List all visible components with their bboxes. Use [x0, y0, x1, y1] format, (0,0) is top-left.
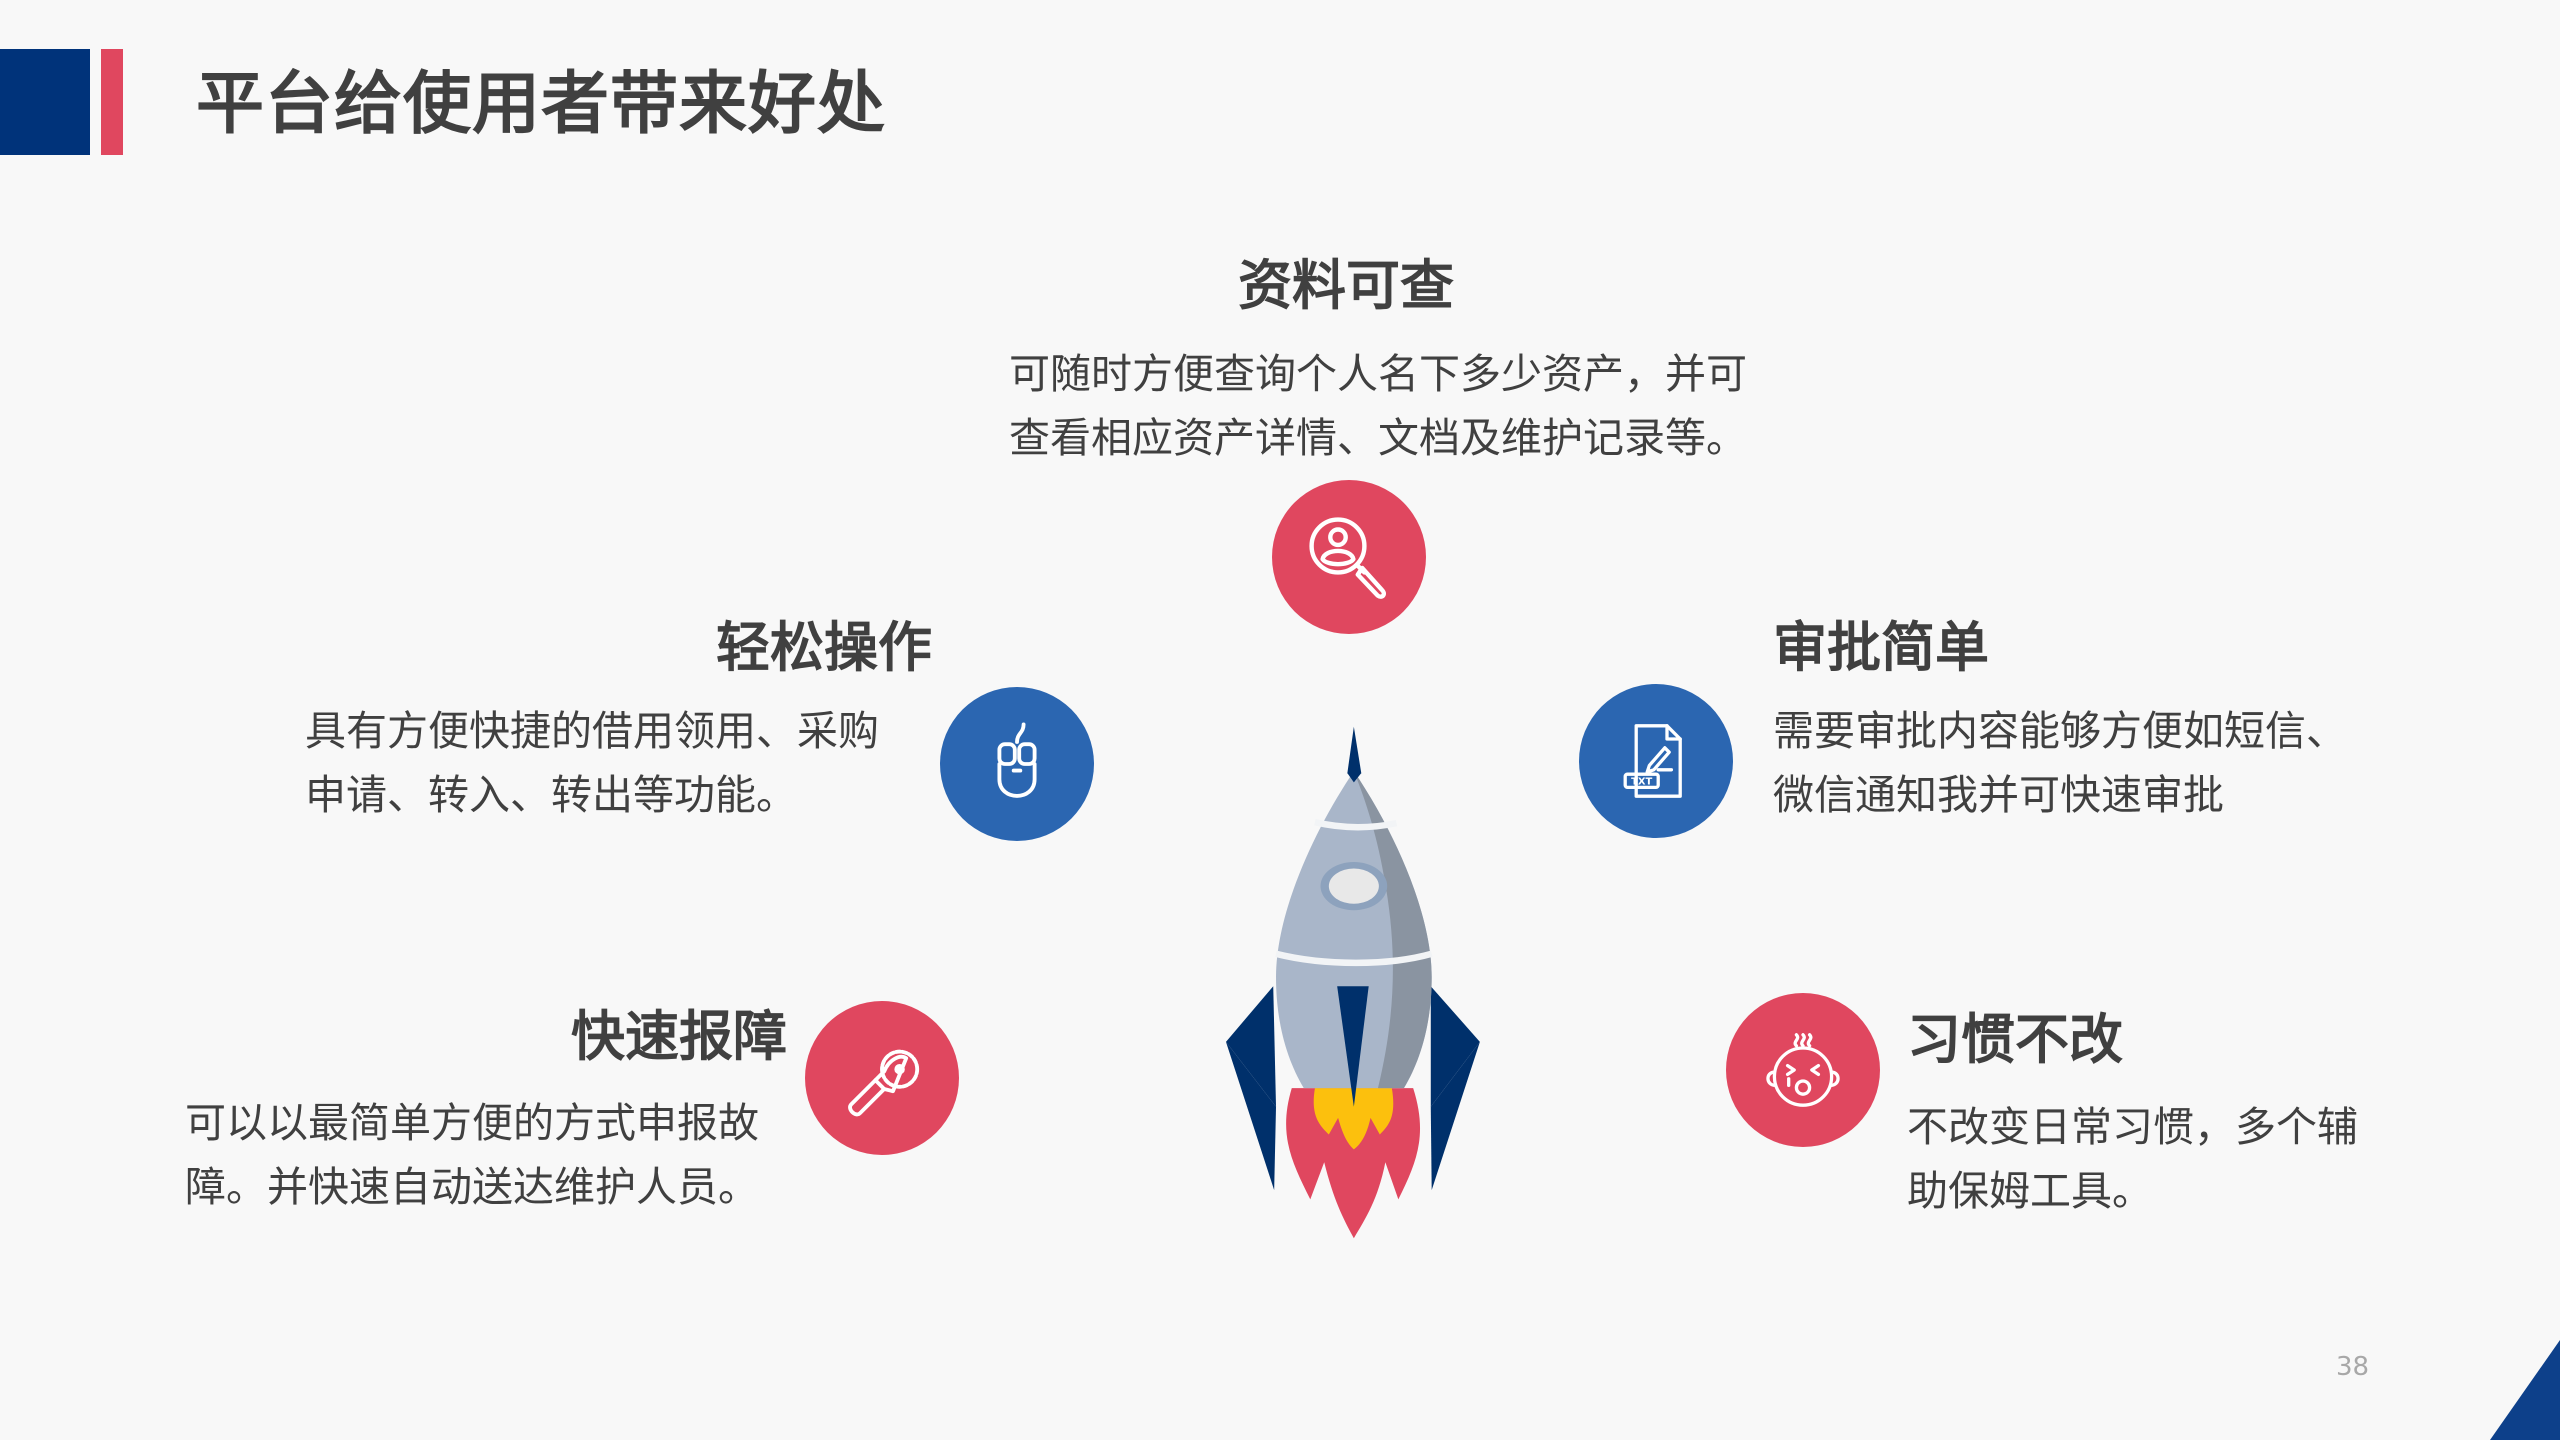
search-user-icon	[1309, 517, 1386, 599]
feature-desc-keep-habits: 不改变日常习惯，多个辅 助保姆工具。	[1907, 1095, 2358, 1223]
feature-desc-line: 微信通知我并可快速审批	[1773, 771, 2224, 819]
feature-desc-data-lookup: 可随时方便查询个人名下多少资产，并可 查看相应资产详情、文档及维护记录等。	[1009, 342, 1747, 470]
header-accent-bar-navy	[0, 49, 90, 155]
crying-baby-icon	[1766, 1033, 1840, 1107]
feature-desc-line: 申请、转入、转出等功能。	[305, 771, 797, 819]
feature-desc-quick-repair: 可以以最简单方便的方式申报故 障。并快速自动送达维护人员。	[185, 1091, 759, 1219]
feature-desc-line: 具有方便快捷的借用领用、采购	[305, 707, 879, 755]
feature-title-easy-operation: 轻松操作	[716, 616, 932, 679]
feature-icon-circle-keep-habits	[1726, 993, 1880, 1147]
feature-title-keep-habits: 习惯不改	[1907, 1008, 2123, 1071]
feature-icon-circle-simple-approval: TXT	[1579, 684, 1733, 838]
feature-icon-circle-data-lookup	[1272, 480, 1426, 634]
feature-icon-circle-quick-repair	[805, 1001, 959, 1155]
page-number: 38	[2336, 1352, 2370, 1382]
feature-desc-line: 需要审批内容能够方便如短信、	[1773, 707, 2347, 755]
svg-text:TXT: TXT	[1631, 777, 1652, 788]
feature-desc-line: 可以以最简单方便的方式申报故	[185, 1099, 759, 1147]
feature-title-quick-repair: 快速报障	[571, 1005, 787, 1068]
feature-title-simple-approval: 审批简单	[1773, 616, 1989, 679]
feature-title-data-lookup: 资料可查	[1238, 254, 1454, 317]
feature-desc-line: 障。并快速自动送达维护人员。	[185, 1163, 759, 1211]
rocket-illustration	[1225, 726, 1480, 1239]
feature-desc-line: 可随时方便查询个人名下多少资产，并可	[1009, 350, 1747, 398]
txt-document-icon: TXT	[1623, 724, 1682, 798]
feature-desc-line: 不改变日常习惯，多个辅	[1907, 1103, 2358, 1151]
feature-desc-easy-operation: 具有方便快捷的借用领用、采购 申请、转入、转出等功能。	[305, 699, 879, 827]
feature-desc-line: 查看相应资产详情、文档及维护记录等。	[1009, 414, 1747, 462]
feature-desc-simple-approval: 需要审批内容能够方便如短信、 微信通知我并可快速审批	[1773, 699, 2347, 827]
grinder-tool-icon	[848, 1049, 920, 1117]
corner-accent-triangle	[2490, 1340, 2560, 1440]
page-title: 平台给使用者带来好处	[196, 65, 887, 144]
mouse-icon	[997, 722, 1037, 798]
feature-desc-line: 助保姆工具。	[1907, 1167, 2153, 1215]
feature-icon-circle-easy-operation	[940, 687, 1094, 841]
header-accent-bar-pink	[101, 49, 123, 155]
